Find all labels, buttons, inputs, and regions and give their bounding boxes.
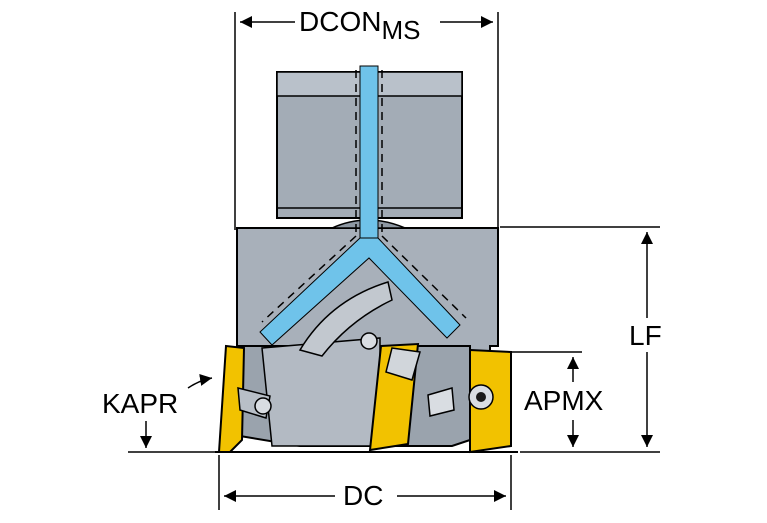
- center-insert: [360, 332, 421, 452]
- coolant-dashed-outline: [261, 70, 467, 323]
- dimension-dc: [218, 455, 512, 510]
- dimension-lf: [500, 226, 660, 453]
- label-apmx: APMX: [524, 385, 604, 416]
- dimension-apmx: [512, 351, 582, 447]
- coolant-channels: [259, 65, 461, 346]
- right-insert: [427, 348, 512, 454]
- label-lf: LF: [629, 320, 662, 351]
- label-dcon-main: DCON: [299, 6, 382, 37]
- label-dcon: DCONMS: [299, 6, 420, 44]
- label-dc: DC: [343, 480, 384, 511]
- label-dcon-subscript: MS: [381, 15, 421, 45]
- dimension-kapr: [128, 374, 215, 453]
- dimension-dcon: [234, 12, 499, 230]
- left-insert: [217, 344, 272, 453]
- label-kapr: KAPR: [102, 388, 179, 419]
